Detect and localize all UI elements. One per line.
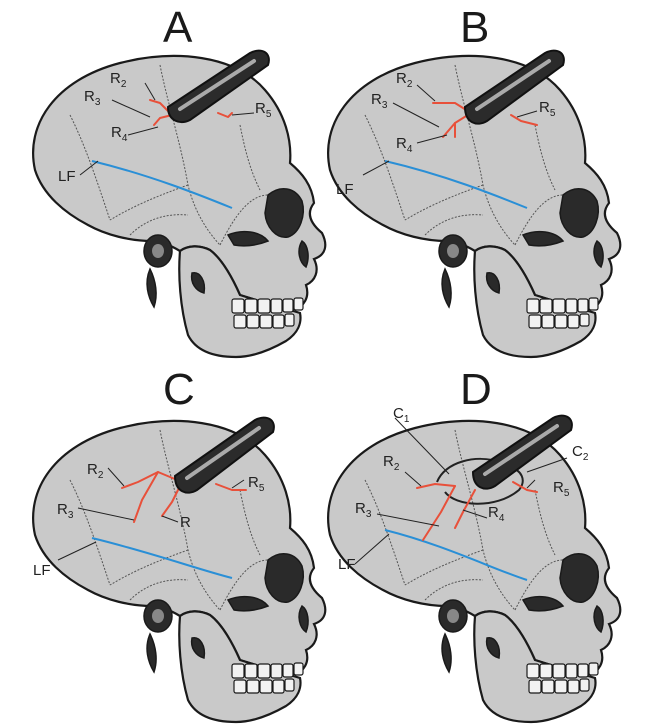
label-r3: R3 (371, 91, 388, 111)
impactor (173, 416, 275, 494)
label-r5: R5 (248, 474, 265, 494)
label-lf: LF (336, 181, 354, 198)
skull-drawing (327, 414, 622, 724)
panel-d: D C1 C2 R2 (327, 365, 622, 724)
lf-line (91, 160, 233, 209)
label-r5: R5 (539, 99, 556, 119)
lf-line (384, 529, 528, 581)
skull-drawing (32, 49, 327, 359)
label-r2: R2 (383, 453, 400, 473)
lf-line (91, 537, 233, 579)
skull-drawing (32, 416, 327, 724)
impactor (166, 49, 270, 124)
panel-letter: B (460, 3, 489, 52)
panel-a: A R2 R3 R4 R5 LF (32, 3, 327, 359)
label-lf: LF (338, 556, 356, 573)
panel-letter: C (163, 365, 195, 414)
label-r4: R4 (111, 124, 128, 144)
label-r2: R2 (87, 461, 104, 481)
lf-line (384, 160, 528, 209)
label-r5: R5 (255, 100, 272, 120)
label-r3: R3 (57, 501, 74, 521)
label-r3: R3 (84, 88, 101, 108)
label-r2: R2 (110, 70, 127, 90)
label-lf: LF (33, 562, 51, 579)
label-r3: R3 (355, 500, 372, 520)
label-r5: R5 (553, 479, 570, 499)
impactor (463, 49, 565, 125)
label-r4: R4 (396, 135, 413, 155)
panel-b: B R2 R3 R4 R5 LF (327, 3, 622, 359)
label-lf: LF (58, 168, 76, 185)
label-c1: C1 (393, 405, 410, 425)
fracture-lines (416, 481, 538, 541)
panel-c: C R2 R3 R R5 LF (32, 365, 327, 724)
skull-drawing (327, 49, 622, 359)
panel-letter: D (460, 365, 492, 414)
label-r4: R (180, 514, 191, 531)
panel-letter: A (163, 3, 193, 52)
impactor (471, 414, 573, 490)
circle-c2 (444, 467, 524, 505)
label-r2: R2 (396, 70, 413, 90)
label-r4: R4 (488, 504, 505, 524)
label-c2: C2 (572, 443, 589, 463)
